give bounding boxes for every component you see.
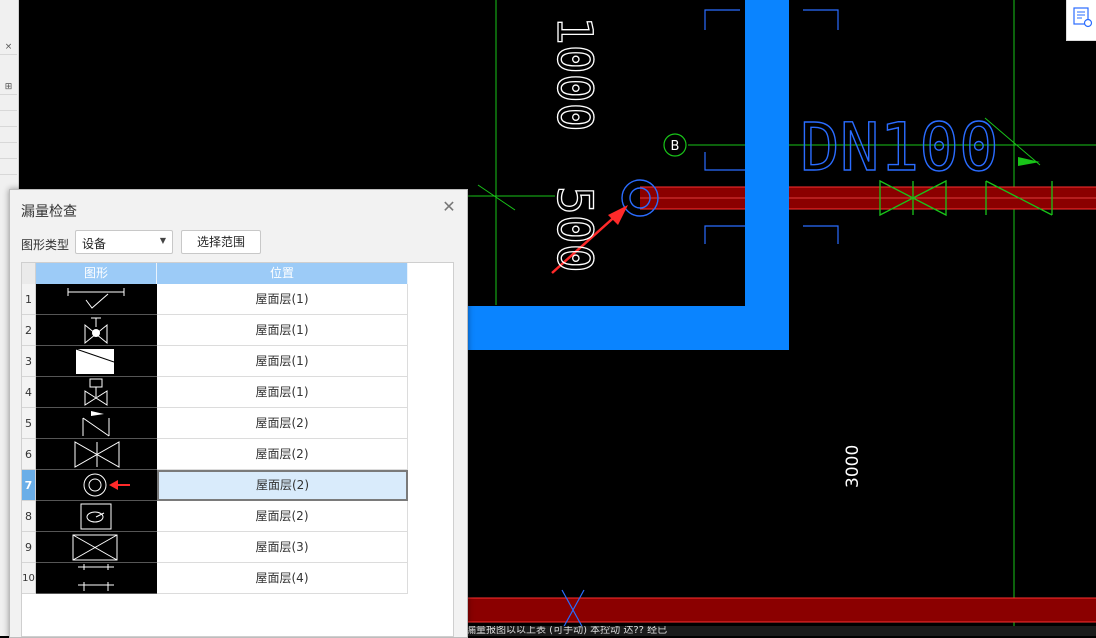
shape-type-select[interactable]: 设备 ▼ [75,230,173,254]
shape-type-value: 设备 [82,237,107,251]
double-circle-icon [83,473,130,497]
row-number: 7 [22,470,36,501]
motorized-valve-icon [84,378,108,406]
row-number: 5 [22,408,36,439]
missing-check-dialog: 漏量检查 ✕ 图形类型 设备 ▼ 选择范围 图形 位置 1 屋面层(1) 2 [9,189,468,638]
flange-icon [78,564,114,591]
row-location: 屋面层(1) [157,315,408,346]
row-shape-cell [36,532,157,563]
table-row[interactable]: 4 屋面层(1) [22,377,455,408]
wall-bracket [704,152,745,171]
row-shape-cell [36,439,157,470]
property-list-button[interactable] [1066,0,1096,41]
check-valve-icon [82,411,110,437]
target-circle-outer [621,179,659,217]
row-shape-cell [36,470,157,501]
table-row[interactable]: 2 屋面层(1) [22,315,455,346]
row-location: 屋面层(2) [157,470,408,501]
gate-valve-symbol [879,179,947,217]
table-row[interactable]: 10 屋面层(4) [22,563,455,594]
row-number: 2 [22,315,36,346]
row-shape-cell [36,315,157,346]
valve-check-icon [67,288,125,309]
grid-line [984,117,1041,166]
wall-bracket [803,225,839,244]
select-range-button[interactable]: 选择范围 [181,230,261,254]
row-location: 屋面层(1) [157,346,408,377]
row-location: 屋面层(2) [157,501,408,532]
wall-bracket [704,9,740,30]
table-row[interactable]: 6 屋面层(2) [22,439,455,470]
wall-bracket [704,225,745,244]
table-row[interactable]: 3 屋面层(1) [22,346,455,377]
gate-valve-icon [74,441,120,468]
row-shape-cell [36,284,157,315]
dim-text-500: 500 [546,186,602,273]
row-location: 屋面层(2) [157,439,408,470]
row-number: 10 [22,563,36,594]
shape-type-label: 图形类型 [21,238,70,252]
row-location: 屋面层(1) [157,284,408,315]
table-row[interactable]: 1 屋面层(1) [22,284,455,315]
strip-cell [0,128,17,143]
row-shape-cell [36,563,157,594]
blue-pipe-vertical [745,0,789,350]
axis-label: B [671,139,680,154]
chevron-down-icon: ▼ [159,236,166,245]
table-row[interactable]: 9 屋面层(3) [22,532,455,563]
axis-bubble [663,133,687,157]
strip-cell [0,112,17,127]
grid-line [477,184,516,211]
blue-pipe-horizontal [466,306,789,350]
row-number: 1 [22,284,36,315]
row-shape-cell [36,408,157,439]
row-number: 6 [22,439,36,470]
strip-cell [0,96,17,111]
strip-close-icon[interactable]: × [0,40,17,55]
ball-valve-icon [84,317,108,345]
table-row-selected[interactable]: 7 屋面层(2) [22,470,455,501]
row-number: 8 [22,501,36,532]
row-location: 屋面层(3) [157,532,408,563]
dialog-title: 漏量检查 [21,204,77,220]
x-marker [561,589,585,631]
row-number: 3 [22,346,36,377]
butterfly-valve-icon [72,534,118,561]
red-pipe-bottom [466,598,1096,622]
row-location: 屋面层(4) [157,563,408,594]
close-icon[interactable]: ✕ [442,197,456,216]
row-shape-cell [36,377,157,408]
table-corner [22,263,36,284]
check-valve-symbol [985,180,1053,216]
wall-bracket [803,9,839,30]
row-shape-cell [36,346,157,377]
arrow-marker [1018,157,1040,166]
result-table: 图形 位置 1 屋面层(1) 2 [21,262,454,637]
list-view-icon [1073,7,1093,28]
dim-text-1000: 1000 [546,16,602,132]
reducer-icon [75,348,115,374]
row-location: 屋面层(2) [157,408,408,439]
annotation-arrow [551,211,621,274]
table-row[interactable]: 8 屋面层(2) [22,501,455,532]
strip-cell: ⊞ [0,80,17,95]
target-circle-inner [629,187,651,209]
strip-cell [0,160,17,175]
row-number: 4 [22,377,36,408]
column-header-shape[interactable]: 图形 [36,263,157,284]
column-header-location[interactable]: 位置 [157,263,408,284]
strip-cell [0,144,17,159]
annotation-arrowhead [608,205,628,225]
table-row[interactable]: 5 屋面层(2) [22,408,455,439]
meter-box-icon [80,503,112,530]
row-location: 屋面层(1) [157,377,408,408]
command-status-bar: 漏量报图以以上表 (可手动) 本控动 达?? 经已 [466,626,1096,636]
row-number: 9 [22,532,36,563]
row-shape-cell [36,501,157,532]
pipe-label-dn100: DN100 [800,109,999,186]
dim-text-3000: 3000 [843,445,863,488]
